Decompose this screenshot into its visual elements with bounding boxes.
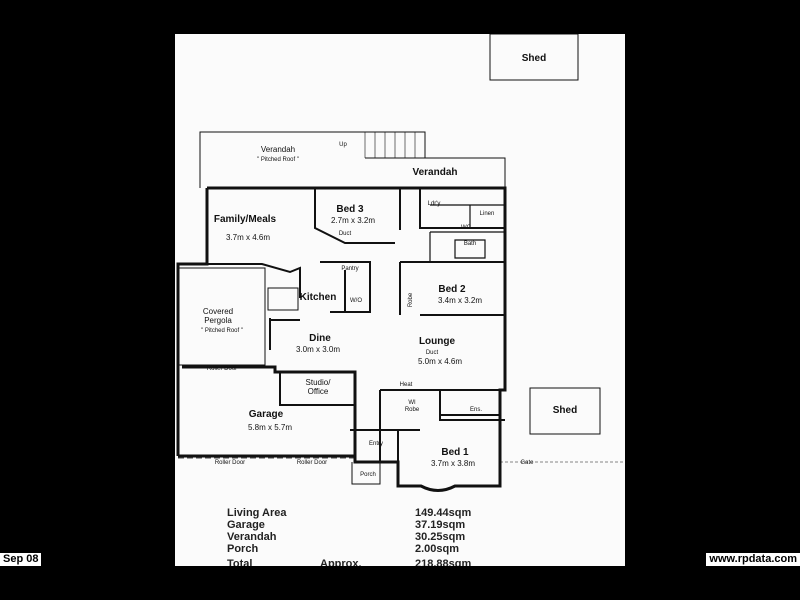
shed-right-outline xyxy=(529,387,601,435)
house-outer-wall xyxy=(178,186,507,492)
area-row-porch-label: Porch xyxy=(227,543,259,555)
verandah-outline xyxy=(199,131,426,188)
area-row-living-value: 149.44sqm xyxy=(415,507,472,519)
bed2-size: 3.4m x 3.2m xyxy=(438,296,482,305)
date-stamp: Sep 08 xyxy=(0,553,42,566)
kitchen-label: Kitchen xyxy=(300,292,337,303)
area-row-garage-label: Garage xyxy=(227,519,265,531)
area-row-porch-value: 2.00sqm xyxy=(415,543,460,555)
shed-top-label: Shed xyxy=(522,53,546,64)
shed-right-label: Shed xyxy=(553,405,577,416)
entry-walls xyxy=(350,429,381,462)
laundry-walls xyxy=(399,188,505,230)
lounge-duct-label: Duct xyxy=(426,350,439,356)
ens-label: Ens. xyxy=(470,407,482,413)
dine-size: 3.0m x 3.0m xyxy=(296,345,340,354)
left-letterbox xyxy=(0,34,175,566)
website-stamp: www.rpdata.com xyxy=(706,553,800,566)
garage-size: 5.8m x 5.7m xyxy=(248,423,292,432)
bath-label: Bath xyxy=(464,241,476,247)
porch-label: Porch xyxy=(360,472,376,478)
pantry-label: Pantry xyxy=(341,266,358,272)
studio-label-2: Office xyxy=(308,387,329,396)
bed3-size: 2.7m x 3.2m xyxy=(331,216,375,225)
roller-door-bl-label: Roller Door xyxy=(215,460,245,466)
area-row-total-label: Total xyxy=(227,558,253,566)
bed1-walls xyxy=(379,389,505,462)
area-row-total-value: 218.88sqm xyxy=(415,558,472,566)
family-meals-size: 3.7m x 4.6m xyxy=(226,233,270,242)
bed3-walls xyxy=(314,188,395,244)
verandah-right xyxy=(365,157,506,190)
wi-robe-label-2: Robe xyxy=(405,407,420,413)
bed2-label: Bed 2 xyxy=(438,284,466,295)
verandah-label: Verandah xyxy=(412,167,457,178)
covered-pergola-label-1: Covered xyxy=(203,307,233,316)
lounge-size: 5.0m x 4.6m xyxy=(418,357,462,366)
area-row-total-approx: Approx. xyxy=(320,558,362,566)
robe-label: Robe xyxy=(408,292,414,307)
garage-label: Garage xyxy=(249,409,284,420)
right-letterbox xyxy=(625,34,800,566)
bed1-label: Bed 1 xyxy=(441,447,469,458)
gate-label: Gate xyxy=(520,460,534,466)
area-row-living-label: Living Area xyxy=(227,507,287,519)
bath-walls xyxy=(429,204,506,262)
floor-plan-canvas: Shed Shed Verandah " Pitched Roof " Vera… xyxy=(175,34,625,566)
verandah-pitched-label: Verandah xyxy=(261,145,295,154)
bed1-size: 3.7m x 3.8m xyxy=(431,459,475,468)
wc-label: WC xyxy=(461,225,472,231)
verandah-steps xyxy=(364,132,416,158)
shed-top-outline xyxy=(489,34,579,81)
family-meals-label: Family/Meals xyxy=(214,214,277,225)
up-label: Up xyxy=(339,142,347,148)
room-labels: Shed Shed Verandah " Pitched Roof " Vera… xyxy=(201,53,577,478)
heat-label: Heat xyxy=(400,382,413,388)
house-left-wall xyxy=(176,188,209,456)
linen-label: Linen xyxy=(480,211,495,217)
bottom-letterbox xyxy=(0,566,800,600)
top-letterbox xyxy=(0,0,800,34)
roller-door-br-label: Roller Door xyxy=(297,460,327,466)
floor-plan: Shed Shed Verandah " Pitched Roof " Vera… xyxy=(176,34,625,492)
entry-label: Entry xyxy=(369,441,383,447)
studio-walls xyxy=(279,372,356,430)
pergola-outline xyxy=(178,267,266,366)
bed3-label: Bed 3 xyxy=(336,204,364,215)
bed2-walls xyxy=(399,261,505,315)
studio-label-1: Studio/ xyxy=(306,378,332,387)
covered-pergola-label-2: Pergola xyxy=(204,316,232,325)
covered-pergola-label-3: " Pitched Roof " xyxy=(201,328,243,334)
dine-label: Dine xyxy=(309,333,331,344)
area-row-verandah-value: 30.25sqm xyxy=(415,531,466,543)
wi-robe-label-1: WI xyxy=(408,400,416,406)
wo-label: W/O xyxy=(350,298,362,304)
lounge-label: Lounge xyxy=(419,336,456,347)
area-row-verandah-label: Verandah xyxy=(227,531,277,543)
roller-door-top-label: Roller Door xyxy=(207,366,237,372)
laundry-label: Ldr'y xyxy=(428,201,441,207)
duct-label: Duct xyxy=(339,231,352,237)
verandah-pitched-roof-label: " Pitched Roof " xyxy=(257,157,299,163)
area-row-garage-value: 37.19sqm xyxy=(415,519,466,531)
kitchen-walls xyxy=(207,261,371,313)
kitchen-bench xyxy=(267,287,299,311)
porch-outline xyxy=(351,462,381,485)
